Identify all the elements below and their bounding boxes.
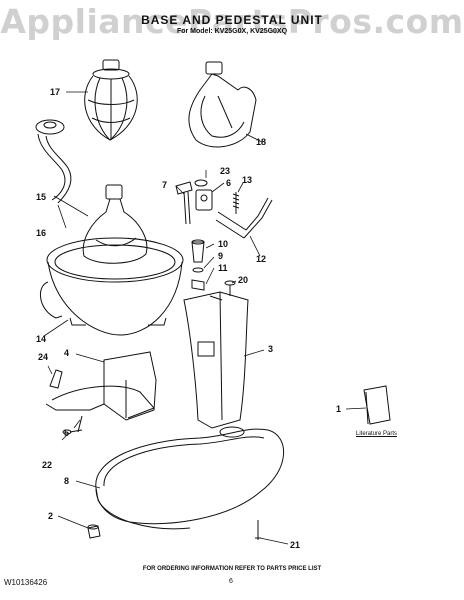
callout-12: 12 [256,254,266,264]
pedestal-bracket-drawing [45,351,157,421]
screw-2-drawing [224,280,236,296]
callout-17: 17 [50,87,60,97]
document-number: W10136426 [4,578,48,587]
ordering-info-footer: FOR ORDERING INFORMATION REFER TO PARTS … [142,566,322,572]
page-title: BASE AND PEDESTAL UNIT [141,13,323,27]
callout-9: 9 [218,251,223,261]
pin-drawing [77,415,83,433]
wire-whip-drawing [84,59,138,141]
screw-3-drawing [62,429,83,435]
watermark: AppliancePartsPros.com [0,2,464,41]
washer-drawing [194,179,208,187]
foot-drawing [49,369,63,389]
callout-14: 14 [36,334,46,344]
callout-6: 6 [226,178,231,188]
bracket-drawing [195,189,213,211]
screw-drawing [232,192,240,214]
callout-18: 18 [256,137,266,147]
callout-23: 23 [220,166,230,176]
pouring-spout-drawing [35,119,72,204]
page-number: 6 [229,578,233,585]
pivot-pin-drawing [175,181,193,225]
model-subtitle: For Model: KV25G0X, KV25G0XQ [176,28,288,35]
callout-11: 11 [218,263,228,273]
flat-beater-drawing [188,61,257,148]
callout-1: 1 [336,404,341,414]
rubber-foot-drawing [87,524,101,539]
callout-13: 13 [242,175,252,185]
callout-3: 3 [268,344,273,354]
mixing-bowl-drawing [40,237,184,336]
literature-drawing [363,385,391,425]
callout-20: 20 [238,275,248,285]
callout-5: 5 [64,428,69,438]
callout-15: 15 [36,192,46,202]
knob-drawing [191,239,205,263]
callout-16: 16 [36,228,46,238]
dough-hook-drawing [82,184,148,264]
callout-22: 22 [42,460,52,470]
lift-handle-drawing [215,197,273,239]
literature-parts-label: Literature Parts [356,431,398,437]
base-screw-drawing [255,520,261,540]
callout-7: 7 [162,180,167,190]
base-drawing [95,426,284,530]
washer-2-drawing [192,267,204,273]
callout-24: 24 [38,352,48,362]
nut-drawing [191,279,205,291]
callout-numbers: 17 18 16 15 7 23 6 13 12 10 9 11 20 3 4 … [36,87,341,550]
callout-10: 10 [218,239,228,249]
callout-2: 2 [48,511,53,521]
pedestal-column-drawing [183,291,249,429]
callout-4: 4 [64,348,69,358]
callout-21: 21 [290,540,300,550]
leader-lines [43,91,367,545]
callout-8: 8 [64,476,69,486]
